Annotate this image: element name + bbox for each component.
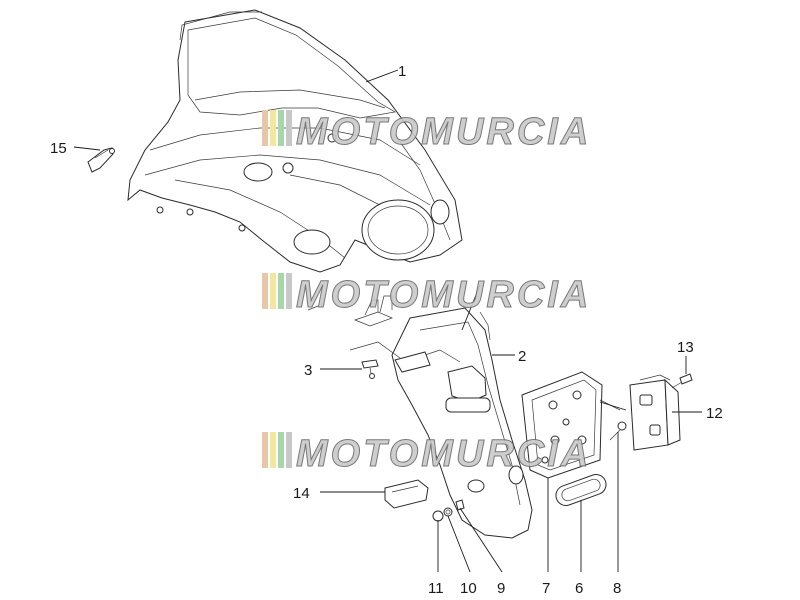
watermark-text: MOTOMURCIA [296,274,591,316]
watermark-text: MOTOMURCIA [296,433,591,475]
part-7-plate-bracket [521,371,621,479]
watermark-stripe [278,432,284,468]
callout-9: 9 [497,580,505,597]
watermark-stripe [262,273,268,309]
watermark-stripe [278,273,284,309]
watermark-stripe [270,432,276,468]
watermark-2: MOTOMURCIA [262,273,591,317]
part-14-lamp [384,479,429,509]
callout-labels: 1 2 3 6 7 8 9 10 11 12 13 14 15 [50,63,723,597]
callout-15: 15 [50,140,67,157]
watermark-3: MOTOMURCIA [262,432,591,476]
callout-12: 12 [706,405,723,422]
callout-6: 6 [575,580,583,597]
callout-3: 3 [304,362,312,379]
part-12-plate-light [629,374,681,451]
callout-14: 14 [293,485,310,502]
watermark-stripe [278,110,284,146]
part-9-10-11-fasteners [432,499,465,522]
callout-13: 13 [677,339,694,356]
part-6-reflector [555,474,607,506]
watermark-1: MOTOMURCIA [262,110,591,154]
leader-lines [73,69,702,573]
watermark-stripe [286,110,292,146]
part-15-clip [87,147,115,173]
callout-1: 1 [398,63,406,80]
watermark-stripe [270,273,276,309]
part-3-screw [361,359,379,379]
watermark-stripe [286,273,292,309]
part-2-rear-mudguard [307,295,533,539]
watermark-stripe [270,110,276,146]
callout-8: 8 [613,580,621,597]
watermark-stripe [262,110,268,146]
watermark-stripe [286,432,292,468]
part-13-screw [671,373,693,389]
watermark-text: MOTOMURCIA [296,111,591,153]
watermark-stripe [262,432,268,468]
part-8-screw [609,421,627,441]
part-1-rear-cowl [127,9,463,273]
callout-10: 10 [460,580,477,597]
callout-11: 11 [428,580,444,597]
callout-7: 7 [542,580,550,597]
callout-2: 2 [518,348,526,365]
